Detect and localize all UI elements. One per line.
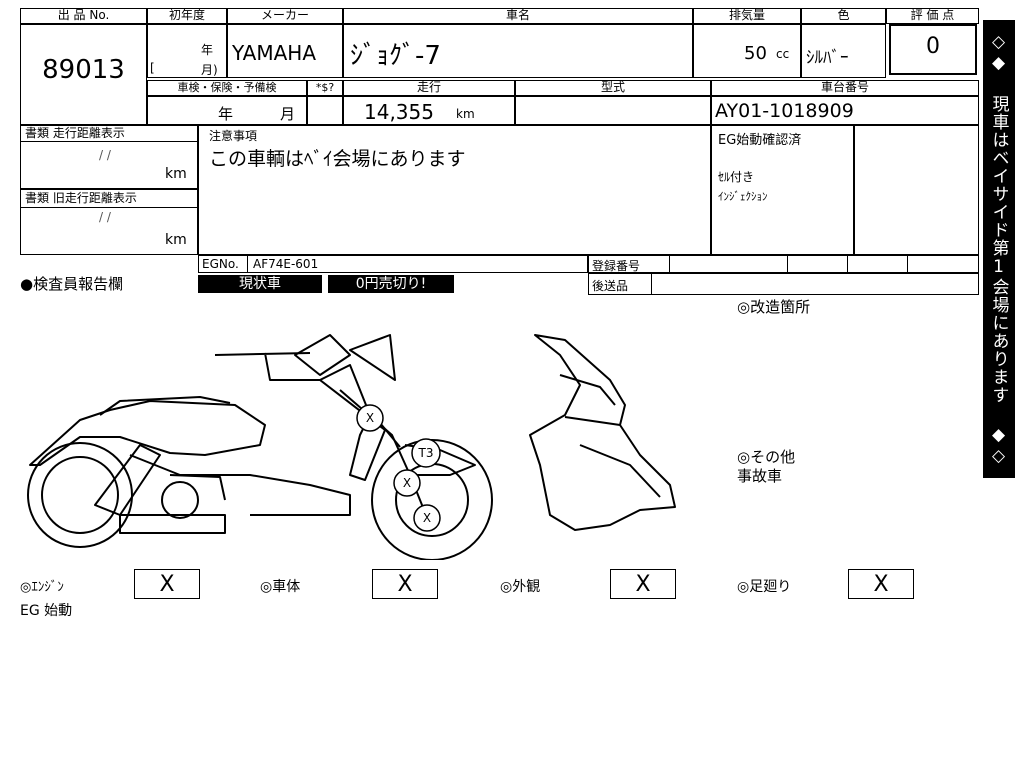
injection: ｲﾝｼﾞｪｸｼｮﾝ <box>718 190 768 203</box>
reg-label: 登録番号 <box>592 259 641 273</box>
type-cell <box>515 96 711 125</box>
maker: YAMAHA <box>232 41 317 65</box>
engine-rating: X <box>134 569 200 599</box>
lot-no-header: 出 品 No. <box>20 8 147 24</box>
doc-old-mileage-km: km <box>165 232 187 248</box>
color: ｼﾙﾊﾞｰ <box>806 48 849 68</box>
inspection-cell: 年 月 <box>147 96 307 125</box>
mark-x-2: X <box>403 476 411 490</box>
mirror-panel <box>349 334 396 381</box>
displacement-unit: cc <box>776 47 790 61</box>
inspector-label: ●検査員報告欄 <box>20 275 124 293</box>
location-sidebar: ◇◆ 現車はベイサイド第1会場にあります ◆◇ <box>983 20 1015 478</box>
mark-circle-t3 <box>411 438 441 468</box>
mark-x-3: X <box>423 511 431 525</box>
modified-label: ◎改造箇所 <box>737 298 811 316</box>
score-cell: 0 <box>889 24 977 75</box>
doc-old-mileage-label: 書類 旧走行距離表示 <box>21 190 197 208</box>
mileage-unit: km <box>456 107 475 121</box>
front-frame <box>319 364 386 481</box>
mark-x-1: X <box>366 411 374 425</box>
status-tag-genjo: 現状車 <box>198 275 322 293</box>
egno-label: EGNo. <box>202 257 239 271</box>
tax-header: *$? <box>307 80 343 96</box>
rear-shock <box>94 444 161 516</box>
exterior-rating: X <box>610 569 676 599</box>
frame-header: 車台番号 <box>711 80 979 96</box>
notes-label: 注意事項 <box>209 129 258 143</box>
notes-text: この車輌はﾍﾞｲ会場にあります <box>209 148 466 170</box>
mark-circle-2 <box>393 469 421 497</box>
mark-circle-3 <box>413 504 441 532</box>
doc-mileage-slashes: / / <box>99 148 111 162</box>
other-label: ◎その他 <box>737 448 796 466</box>
doc-mileage-km: km <box>165 166 187 182</box>
model-header: 車名 <box>343 8 693 24</box>
score-header: 評 価 点 <box>886 8 979 24</box>
lot-no: 89013 <box>42 55 125 85</box>
eg-start-label: EG 始動 <box>20 603 73 619</box>
rear-wheel <box>27 442 133 548</box>
maker-header: メーカー <box>227 8 343 24</box>
mileage-cell: 14,355 km <box>343 96 515 125</box>
model-cell: ｼﾞｮｸﾞ-7 <box>343 24 693 78</box>
displacement: 50 <box>744 43 767 64</box>
doc-old-mileage-slashes: / / <box>99 210 111 224</box>
lot-no-cell: 89013 <box>20 24 147 125</box>
mileage-header: 走行 <box>343 80 515 96</box>
frame-cell: AY01-1018909 <box>711 96 979 125</box>
color-cell: ｼﾙﾊﾞｰ <box>801 24 886 78</box>
muffler <box>119 514 226 534</box>
after-row: 後送品 <box>588 273 979 295</box>
inspect-year: 年 <box>218 105 234 123</box>
first-reg-bracket: [ <box>150 61 155 75</box>
egno-value: AF74E-601 <box>253 257 319 271</box>
headlight <box>294 334 351 376</box>
score: 0 <box>926 34 940 59</box>
displacement-cell: 50 cc <box>693 24 801 78</box>
inspect-month: 月 <box>280 105 296 123</box>
first-reg-month-suffix: 月) <box>201 63 218 77</box>
eg-notes-cell: EG始動確認済 ｾﾙ付き ｲﾝｼﾞｪｸｼｮﾝ <box>711 125 854 255</box>
doc-old-mileage-cell: 書類 旧走行距離表示 / / km <box>20 189 198 255</box>
mileage: 14,355 <box>364 100 434 124</box>
eg-confirm: EG始動確認済 <box>718 133 802 148</box>
inspection-header: 車検・保険・予備検 <box>147 80 307 96</box>
after-label: 後送品 <box>592 279 629 293</box>
doc-mileage-label: 書類 走行距離表示 <box>21 126 197 142</box>
model: ｼﾞｮｸﾞ-7 <box>350 41 441 71</box>
body-label: ◎車体 <box>260 579 301 595</box>
rear-body <box>29 400 266 466</box>
suspension-rating: X <box>848 569 914 599</box>
mark-t3: T3 <box>418 446 434 460</box>
displacement-header: 排気量 <box>693 8 801 24</box>
type-header: 型式 <box>515 80 711 96</box>
tax-cell <box>307 96 343 125</box>
first-reg-year-suffix: 年 <box>201 43 214 57</box>
cell-starter: ｾﾙ付き <box>718 170 755 184</box>
engine-label: ◎ｴﾝｼﾞﾝ <box>20 580 64 595</box>
frame-no: AY01-1018909 <box>715 100 854 122</box>
status-tag-zero-yen: 0円売切り! <box>328 275 454 293</box>
first-reg-header: 初年度 <box>147 8 227 24</box>
first-reg-cell: 年 [ 月) <box>147 24 227 78</box>
accident-label: 事故車 <box>737 467 783 485</box>
color-header: 色 <box>801 8 886 24</box>
side-cowl <box>529 334 676 531</box>
maker-cell: YAMAHA <box>227 24 343 78</box>
notes-right-cell <box>854 125 979 255</box>
body-rating: X <box>372 569 438 599</box>
doc-mileage-cell: 書類 走行距離表示 / / km <box>20 125 198 189</box>
suspension-label: ◎足廻り <box>737 579 792 595</box>
exterior-label: ◎外観 <box>500 579 541 595</box>
scooter-diagram: X T3 X X <box>27 334 676 560</box>
egno-row: EGNo. AF74E-601 <box>198 255 588 273</box>
notes-cell: 注意事項 この車輌はﾍﾞｲ会場にあります <box>198 125 711 255</box>
reg-row: 登録番号 <box>588 255 979 273</box>
mark-circle-1 <box>356 404 384 432</box>
